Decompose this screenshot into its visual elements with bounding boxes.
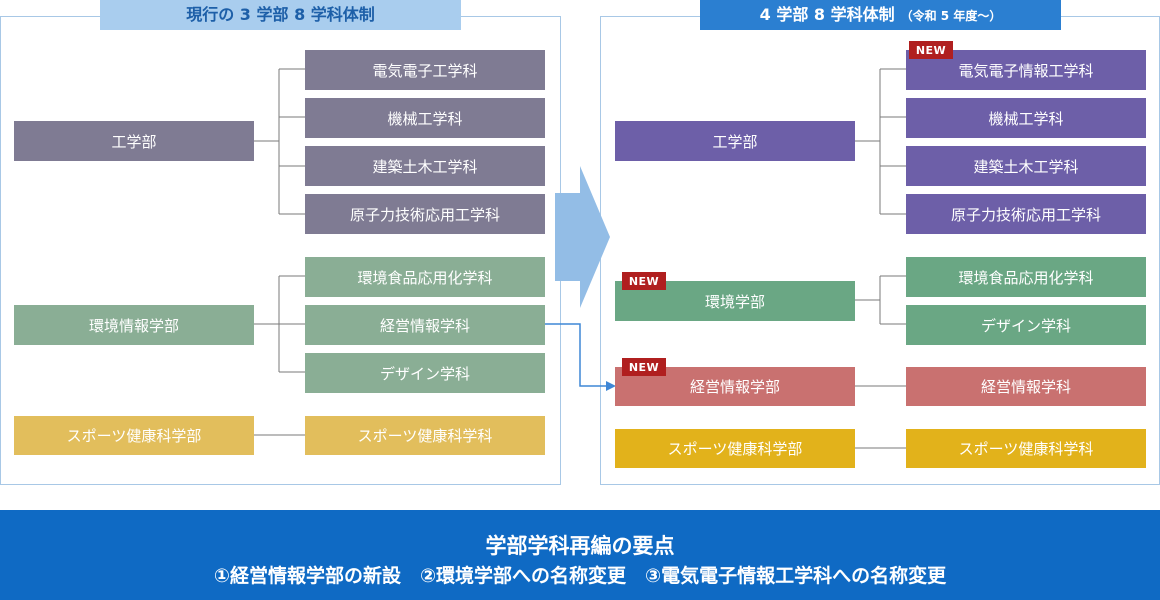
new-structure-title-sub: （令和 5 年度〜）: [900, 9, 1002, 23]
current-structure-panel: [0, 16, 561, 485]
new-dept-mechanical: 機械工学科: [906, 98, 1146, 138]
new-dept-civil: 建築土木工学科: [906, 146, 1146, 186]
current-dept-management: 経営情報学科: [305, 305, 545, 345]
new-badge-management: NEW: [622, 358, 666, 376]
new-badge-environment: NEW: [622, 272, 666, 290]
new-faculty-engineering: 工学部: [615, 121, 855, 161]
current-dept-electrical: 電気電子工学科: [305, 50, 545, 90]
new-badge-electrical: NEW: [909, 41, 953, 59]
current-dept-design: デザイン学科: [305, 353, 545, 393]
right-environment-connectors: [855, 275, 906, 325]
right-engineering-connectors: [855, 68, 906, 215]
current-faculty-engineering: 工学部: [14, 121, 254, 161]
summary-banner: 学部学科再編の要点 ①経営情報学部の新設 ②環境学部への名称変更 ③電気電子情報…: [0, 510, 1160, 600]
current-dept-mechanical: 機械工学科: [305, 98, 545, 138]
current-dept-food: 環境食品応用化学科: [305, 257, 545, 297]
management-move-arrowhead: [606, 381, 616, 391]
left-envinfo-connectors: [254, 275, 305, 373]
new-dept-design: デザイン学科: [906, 305, 1146, 345]
new-faculty-sports: スポーツ健康科学部: [615, 429, 855, 468]
new-structure-title: 4 学部 8 学科体制 （令和 5 年度〜）: [700, 0, 1061, 30]
management-move-arrow: [545, 323, 608, 387]
summary-title: 学部学科再編の要点: [485, 534, 675, 558]
new-faculty-environment: 環境学部: [615, 281, 855, 321]
new-dept-management: 経営情報学科: [906, 367, 1146, 406]
new-structure-title-main: 4 学部 8 学科体制: [759, 5, 895, 24]
new-dept-sports: スポーツ健康科学科: [906, 429, 1146, 468]
transition-arrow: [555, 166, 610, 308]
current-dept-sports: スポーツ健康科学科: [305, 416, 545, 455]
summary-points: ①経営情報学部の新設 ②環境学部への名称変更 ③電気電子情報工学科への名称変更: [213, 565, 947, 587]
current-structure-title: 現行の 3 学部 8 学科体制: [100, 0, 461, 30]
new-dept-food: 環境食品応用化学科: [906, 257, 1146, 297]
left-engineering-connectors: [254, 68, 305, 215]
current-dept-civil: 建築土木工学科: [305, 146, 545, 186]
current-dept-nuclear: 原子力技術応用工学科: [305, 194, 545, 234]
new-dept-nuclear: 原子力技術応用工学科: [906, 194, 1146, 234]
current-faculty-sports: スポーツ健康科学部: [14, 416, 254, 455]
current-faculty-env-info: 環境情報学部: [14, 305, 254, 345]
